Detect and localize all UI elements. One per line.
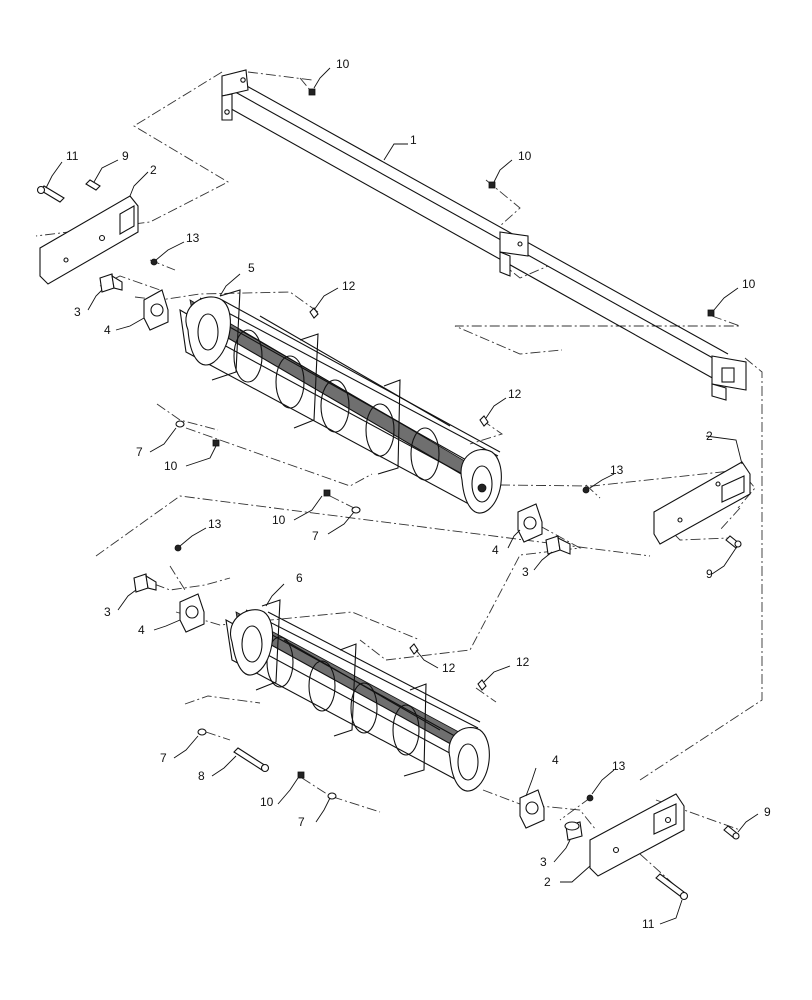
roller-upper bbox=[179, 289, 502, 514]
roller-lower bbox=[225, 599, 490, 792]
callout-3: 3 bbox=[540, 855, 547, 869]
callout-3: 3 bbox=[522, 565, 529, 579]
callout-4: 4 bbox=[104, 323, 111, 337]
hardware-nuts bbox=[150, 88, 715, 802]
callout-10: 10 bbox=[272, 513, 286, 527]
hardware-bolts bbox=[36, 179, 742, 901]
leader-lines bbox=[45, 67, 759, 925]
callout-9: 9 bbox=[764, 805, 771, 819]
side-plate-right-upper bbox=[653, 461, 751, 545]
callout-11: 11 bbox=[66, 149, 79, 163]
callout-7: 7 bbox=[160, 751, 167, 765]
callout-5: 5 bbox=[248, 261, 255, 275]
callout-7: 7 bbox=[136, 445, 143, 459]
callout-4: 4 bbox=[138, 623, 145, 637]
callout-7: 7 bbox=[298, 815, 305, 829]
callout-10: 10 bbox=[260, 795, 274, 809]
callout-2: 2 bbox=[544, 875, 551, 889]
callout-9: 9 bbox=[706, 567, 713, 581]
phantom-lines bbox=[35, 71, 763, 891]
callout-3: 3 bbox=[104, 605, 111, 619]
callout-13: 13 bbox=[186, 231, 200, 245]
callout-4: 4 bbox=[492, 543, 499, 557]
callout-3: 3 bbox=[74, 305, 81, 319]
callout-13: 13 bbox=[208, 517, 222, 531]
callout-7: 7 bbox=[312, 529, 319, 543]
callout-10: 10 bbox=[336, 57, 350, 71]
callout-10: 10 bbox=[164, 459, 178, 473]
callout-labels: 1 2 2 2 3 3 3 3 4 4 4 4 5 6 7 7 7 7 8 9 … bbox=[66, 57, 771, 931]
callout-9: 9 bbox=[122, 149, 129, 163]
frame-tube bbox=[221, 69, 747, 401]
callout-2: 2 bbox=[706, 429, 713, 443]
callout-10: 10 bbox=[518, 149, 532, 163]
shaft-stub-parts bbox=[99, 273, 583, 841]
callout-10: 10 bbox=[742, 277, 756, 291]
callout-12: 12 bbox=[508, 387, 522, 401]
callout-1: 1 bbox=[410, 133, 417, 147]
callout-13: 13 bbox=[610, 463, 624, 477]
callout-6: 6 bbox=[296, 571, 303, 585]
side-plate-left bbox=[39, 195, 139, 285]
callout-12: 12 bbox=[516, 655, 530, 669]
callout-4: 4 bbox=[552, 753, 559, 767]
callout-13: 13 bbox=[612, 759, 626, 773]
callout-12: 12 bbox=[442, 661, 456, 675]
callout-8: 8 bbox=[198, 769, 205, 783]
hardware-washers bbox=[175, 420, 361, 800]
callout-11: 11 bbox=[642, 917, 655, 931]
callout-2: 2 bbox=[150, 163, 157, 177]
callout-12: 12 bbox=[342, 279, 356, 293]
side-plate-right-lower bbox=[589, 793, 685, 877]
